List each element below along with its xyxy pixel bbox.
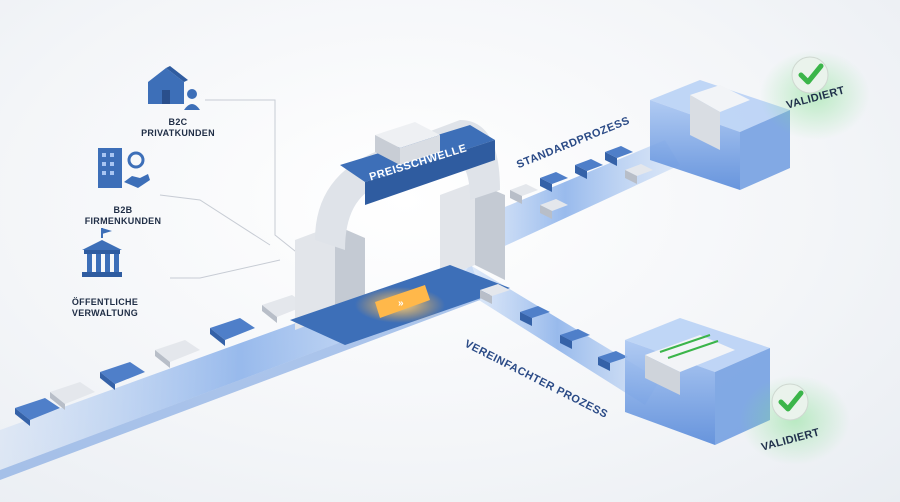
validated-bottom xyxy=(740,375,850,465)
customer-type: B2B xyxy=(113,205,133,215)
doc-stack xyxy=(15,398,60,426)
connector-lines xyxy=(159,99,301,279)
process-item xyxy=(575,159,603,179)
customer-b2b-label: B2B FIRMENKUNDEN xyxy=(78,205,168,227)
government-building-icon xyxy=(82,228,122,277)
office-building-handshake-icon xyxy=(98,148,150,188)
connector-public xyxy=(170,259,281,279)
process-item xyxy=(598,351,628,371)
customer-b2c-label: B2C PRIVATKUNDEN xyxy=(138,117,218,139)
customer-name: PRIVATKUNDEN xyxy=(141,128,215,138)
process-item xyxy=(625,164,653,184)
simplified-items xyxy=(480,284,628,371)
process-item xyxy=(540,172,568,192)
customer-name: VERWALTUNG xyxy=(71,308,139,318)
customer-type: ÖFFENTLICHE xyxy=(71,297,139,307)
customer-public-label: ÖFFENTLICHE VERWALTUNG xyxy=(60,297,150,319)
process-item xyxy=(560,329,590,349)
checkmark-icon xyxy=(778,390,804,412)
simplified-result-box xyxy=(625,318,770,445)
standard-conveyor xyxy=(450,140,680,262)
process-item xyxy=(510,184,538,204)
connector-b2c xyxy=(205,99,301,256)
gear-icon xyxy=(127,151,145,169)
customer-name: FIRMENKUNDEN xyxy=(84,216,162,226)
checkmark-icon xyxy=(798,63,824,85)
doc-stack xyxy=(50,382,95,410)
check-circle-icon xyxy=(791,56,829,94)
handshake-icon xyxy=(124,174,150,188)
svg-text:»: » xyxy=(398,298,404,309)
house-person-icon xyxy=(148,66,200,110)
doc-stack xyxy=(100,362,145,390)
process-item xyxy=(605,146,633,166)
doc-stack xyxy=(210,318,255,346)
standard-items xyxy=(510,146,653,219)
standard-result-box xyxy=(650,80,790,190)
price-threshold-gate: » xyxy=(290,120,510,345)
connector-b2b xyxy=(159,194,271,246)
check-circle-icon xyxy=(771,383,809,421)
process-item xyxy=(520,306,550,326)
validated-top xyxy=(760,50,870,140)
customer-type: B2C xyxy=(168,117,188,127)
process-item xyxy=(540,199,568,219)
document-stack-green xyxy=(645,334,735,395)
doc-stack xyxy=(155,340,200,368)
process-item xyxy=(480,284,510,304)
